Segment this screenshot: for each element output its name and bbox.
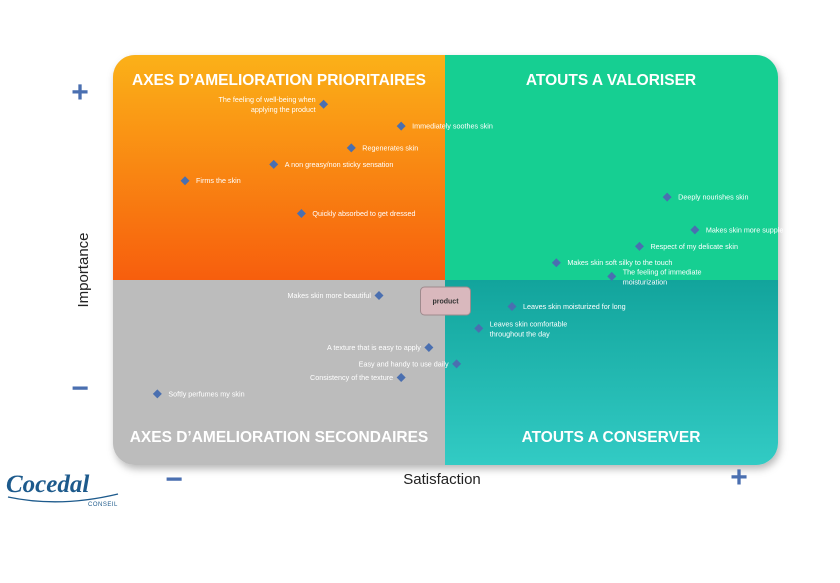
data-point-label-line: The feeling of immediate — [623, 267, 702, 276]
data-point-label-line: Makes skin soft silky to the touch — [567, 258, 672, 267]
data-point-label: Consistency of the texture — [310, 373, 393, 382]
data-point-label-line: Leaves skin comfortable — [490, 319, 568, 328]
data-point-label: Quickly absorbed to get dressed — [312, 209, 415, 218]
data-point-label: Immediately soothes skin — [412, 122, 493, 131]
data-point-label-line: moisturization — [623, 277, 667, 286]
data-point-label-line: Deeply nourishes skin — [678, 193, 748, 202]
brand-subtitle: CONSEIL — [88, 502, 118, 508]
data-point-marker — [507, 301, 517, 311]
data-point-label: Makes skin more supple — [706, 225, 784, 234]
data-point-label: Deeply nourishes skin — [678, 193, 748, 202]
x-axis-plus-icon: + — [730, 461, 748, 494]
data-point-marker — [551, 258, 561, 268]
quadrant-bottom-right — [445, 280, 778, 465]
data-point-label: Makes skin soft silky to the touch — [567, 258, 672, 267]
quadrant-title-top-left: AXES D’AMELIORATION PRIORITAIRES — [132, 72, 426, 89]
logo-swoosh-icon — [7, 493, 119, 503]
data-point-label-line: Immediately soothes skin — [412, 122, 493, 131]
data-point-label-line: Makes skin more beautiful — [288, 291, 372, 300]
product-reference-label: product — [432, 299, 459, 306]
data-point-label: A non greasy/non sticky sensation — [285, 160, 394, 169]
data-point-marker — [319, 99, 329, 109]
data-point-label-line: Respect of my delicate skin — [650, 242, 738, 251]
data-point-marker — [374, 291, 384, 301]
data-point-marker — [662, 192, 672, 202]
quadrant-title-bottom-right: ATOUTS A CONSERVER — [522, 429, 701, 446]
data-point-marker — [424, 342, 434, 352]
data-point-label-line: Regenerates skin — [362, 143, 418, 152]
data-point-marker — [452, 359, 462, 369]
data-point-label: Respect of my delicate skin — [650, 242, 738, 251]
product-reference-box — [420, 286, 471, 316]
data-point-marker — [690, 225, 700, 235]
data-point-label: Leaves skin moisturized for long — [523, 302, 626, 311]
data-point-label: Firms the skin — [196, 176, 241, 185]
data-point-label-line: A non greasy/non sticky sensation — [285, 160, 394, 169]
x-axis-label: Satisfaction — [403, 471, 481, 488]
data-point-marker — [396, 373, 406, 383]
data-point-label: Regenerates skin — [362, 143, 418, 152]
data-point-label-line: Makes skin more supple — [706, 225, 784, 234]
data-point-label-line: Quickly absorbed to get dressed — [312, 209, 415, 218]
data-point-marker — [474, 323, 484, 333]
quadrant-top-left — [113, 55, 445, 280]
data-point-label-line: applying the product — [251, 105, 316, 114]
quadrant-title-bottom-left: AXES D’AMELIORATION SECONDAIRES — [130, 429, 429, 446]
data-point-marker — [269, 159, 279, 169]
data-point-marker — [180, 176, 190, 186]
data-point-label-line: Easy and handy to use daily — [359, 359, 449, 368]
data-point-label: Makes skin more beautiful — [288, 291, 372, 300]
product-reference-marker: product — [420, 286, 471, 316]
brand-name: Cocedal — [6, 471, 89, 498]
data-point-label-line: Firms the skin — [196, 176, 241, 185]
data-point-label-line: Softly perfumes my skin — [168, 389, 244, 398]
data-point-label: Softly perfumes my skin — [168, 389, 244, 398]
data-point-label-line: The feeling of well-being when — [218, 95, 315, 104]
data-point-label-line: A texture that is easy to apply — [327, 343, 421, 352]
data-point-marker — [396, 121, 406, 131]
data-point-label: Easy and handy to use daily — [359, 359, 449, 368]
data-point-label-line: Consistency of the texture — [310, 373, 393, 382]
y-axis-label: Importance — [75, 232, 92, 307]
data-point-label-line: Leaves skin moisturized for long — [523, 302, 626, 311]
data-point-label-line: throughout the day — [490, 329, 550, 338]
data-point-label: A texture that is easy to apply — [327, 343, 421, 352]
y-axis-plus-icon: + — [71, 76, 89, 109]
data-point-marker — [152, 389, 162, 399]
quadrant-bottom-left — [113, 280, 445, 465]
data-point-marker — [346, 143, 356, 153]
quadrant-top-right — [445, 55, 778, 280]
quadrant-title-top-right: ATOUTS A VALORISER — [526, 72, 696, 89]
data-point-marker — [607, 271, 617, 281]
x-axis-minus-icon: − — [165, 463, 183, 496]
data-point-marker — [634, 241, 644, 251]
brand-logo: Cocedal CONSEIL — [6, 471, 119, 508]
data-point-marker — [296, 209, 306, 219]
y-axis-minus-icon: − — [71, 372, 89, 405]
